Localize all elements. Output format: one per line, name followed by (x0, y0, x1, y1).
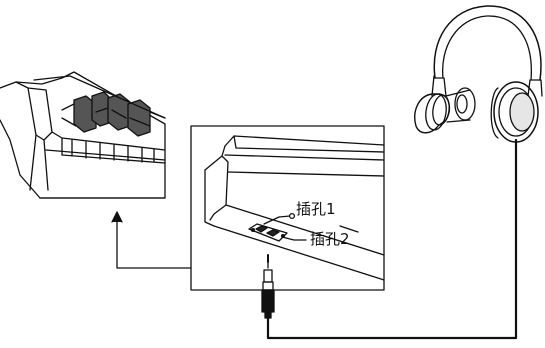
headphone-plug (261, 254, 275, 319)
piano-white-keys (51, 131, 166, 164)
piano-black-keys (73, 91, 151, 137)
right-earcup (490, 81, 539, 143)
headphones-illustration (414, 5, 543, 143)
callout-frame (111, 125, 385, 291)
left-earcup (414, 87, 476, 134)
jack2-label: 插孔2 (310, 230, 350, 248)
piano-illustration (0, 71, 166, 199)
zoomed-piano-underside (204, 135, 385, 281)
jack1-label: 插孔1 (296, 200, 336, 218)
headphone-jack-panel (248, 212, 307, 242)
headphone-cable (266, 138, 518, 340)
